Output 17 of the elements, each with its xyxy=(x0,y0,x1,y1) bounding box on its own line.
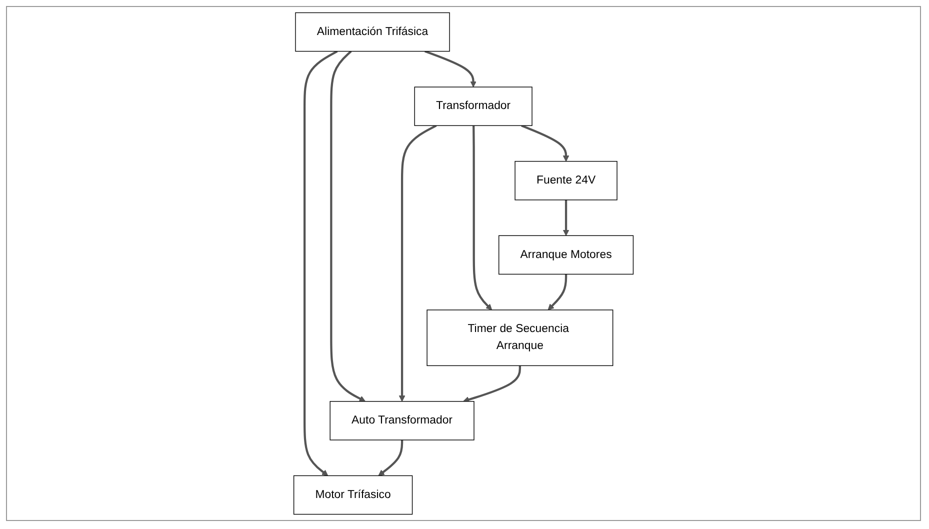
arrow xyxy=(562,200,570,236)
arrow xyxy=(548,274,568,310)
arrow xyxy=(472,126,492,310)
arrow xyxy=(424,50,476,88)
node-box: Arranque Motores xyxy=(498,235,634,275)
arrow xyxy=(378,440,404,476)
node-box: Auto Transformador xyxy=(330,401,474,440)
arrow xyxy=(398,124,437,402)
node-box: Motor Trífasico xyxy=(293,475,413,515)
arrow xyxy=(303,50,338,476)
arrow xyxy=(521,124,570,162)
node-box: Alimentación Trifásica xyxy=(295,12,450,52)
arrow xyxy=(330,50,366,402)
node-box: Timer de Secuencia Arranque xyxy=(426,310,614,366)
arrow xyxy=(462,366,521,403)
node-box: Fuente 24V xyxy=(514,160,618,200)
node-box: Transformador xyxy=(414,86,532,126)
